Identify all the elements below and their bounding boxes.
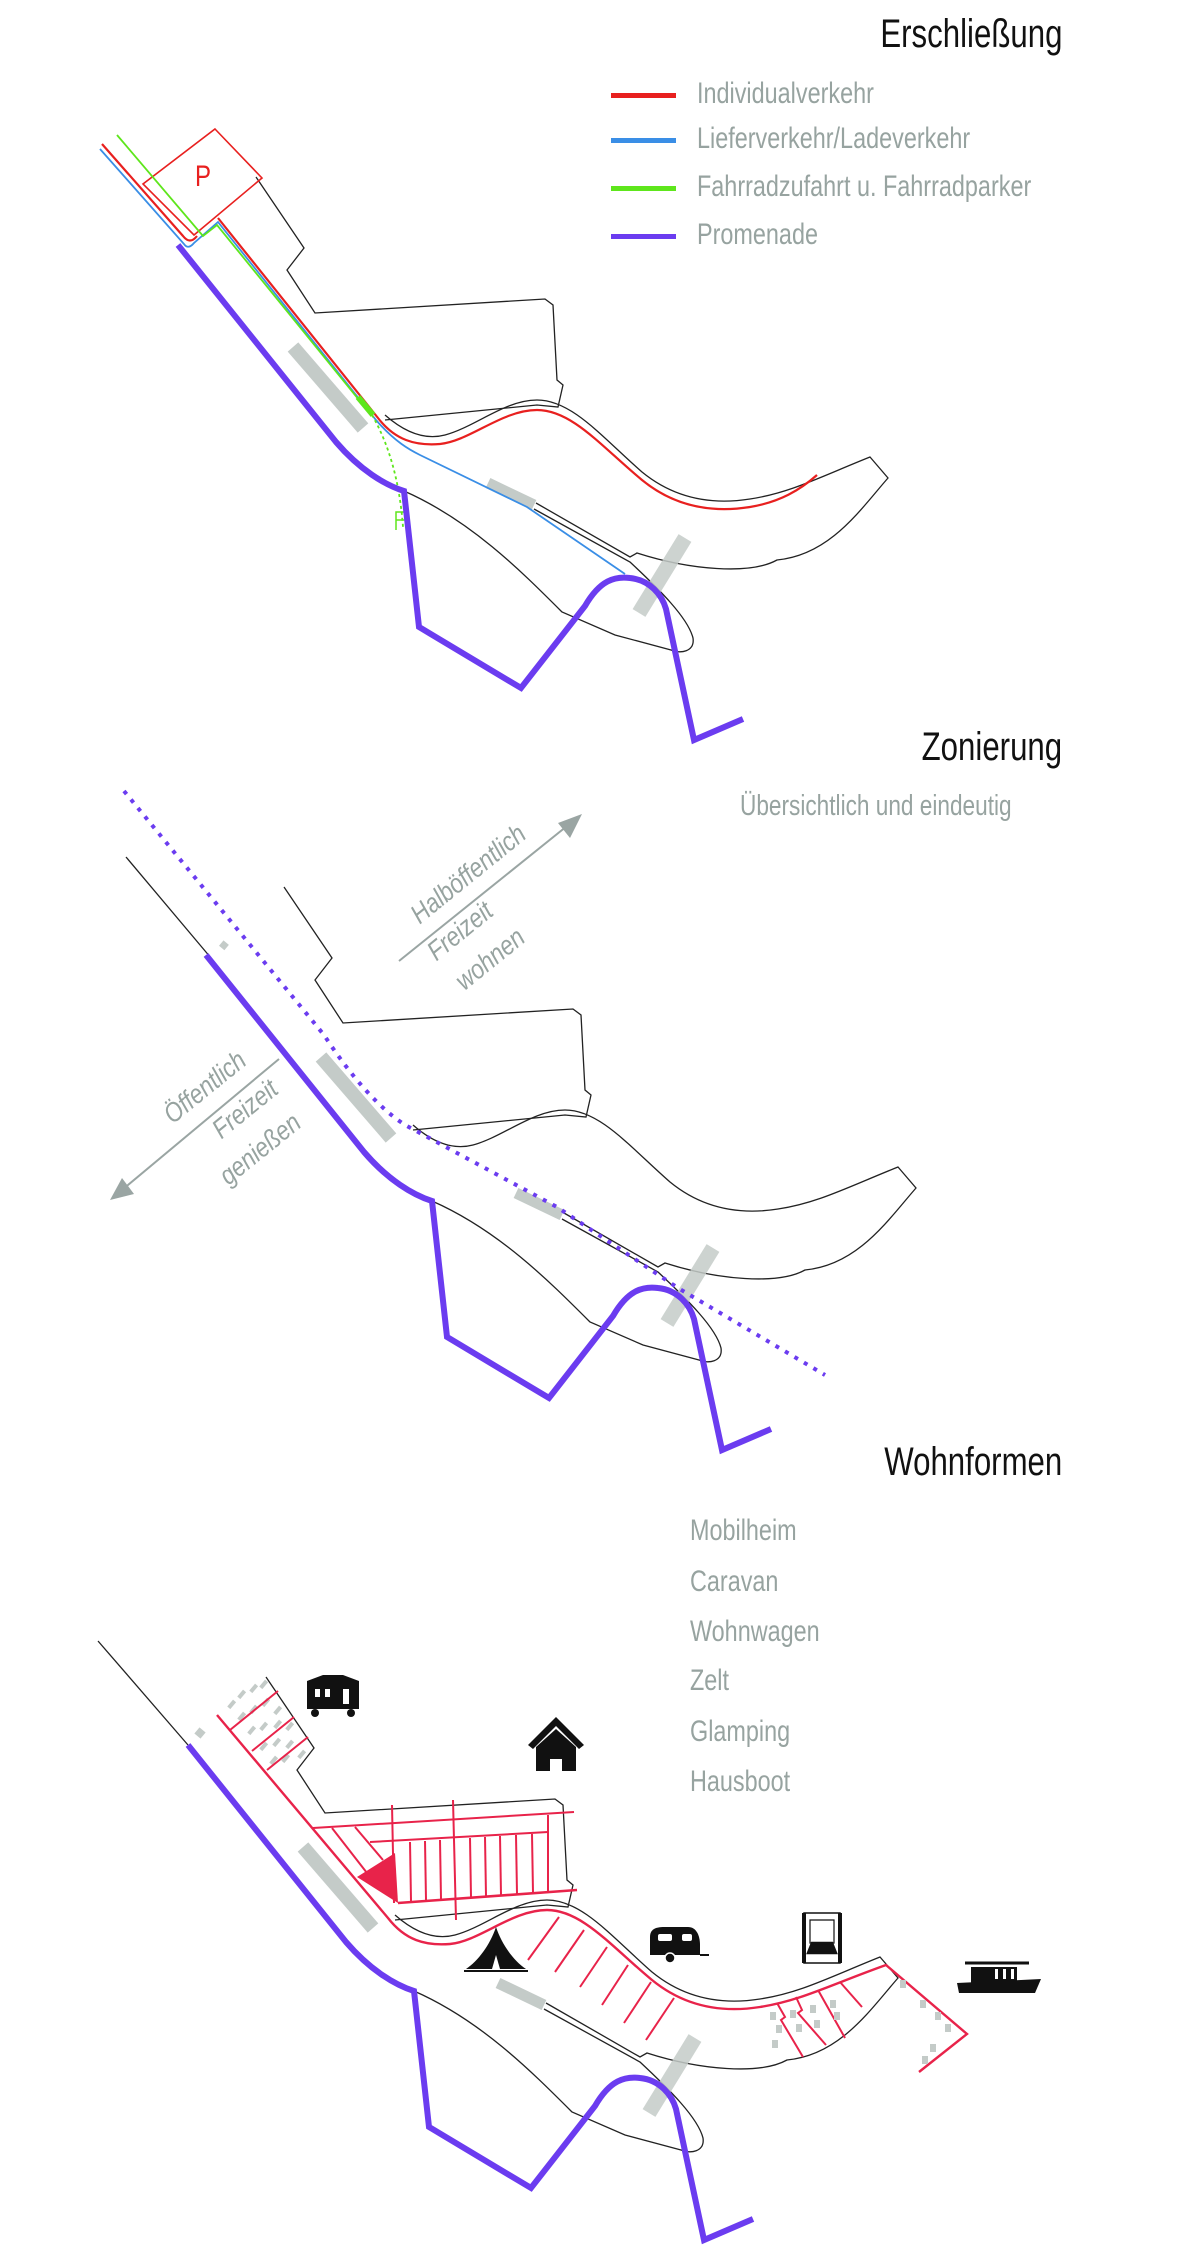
parking-area <box>141 127 264 237</box>
legend-swatch <box>611 138 676 143</box>
wohnform-item: Glamping <box>690 1715 791 1748</box>
road-edge <box>125 856 212 959</box>
map-zonierung <box>110 789 917 1450</box>
map-wohnformen <box>97 1640 1041 2240</box>
fahrrad-route-dotted <box>371 414 404 528</box>
legend-label: Promenade <box>697 218 818 251</box>
bridge-marker <box>194 1727 206 1739</box>
zone-grid <box>216 1690 969 2073</box>
wohnform-item: Zelt <box>690 1664 730 1697</box>
section-title-zonierung: Zonierung <box>921 725 1062 769</box>
wohnform-item: Hausboot <box>690 1765 791 1798</box>
road-edge <box>97 1640 189 1746</box>
legend-label: Individualverkehr <box>697 77 874 110</box>
wohnform-item: Wohnwagen <box>690 1615 820 1648</box>
houseboat-icon <box>957 1961 1041 1993</box>
parking-label: P <box>195 160 212 193</box>
house-icon <box>528 1717 584 1771</box>
legend-swatch <box>611 93 676 98</box>
legend-label: Fahrradzufahrt u. Fahrradparker <box>697 170 1032 203</box>
map-erschliessung <box>99 127 889 740</box>
bridges <box>321 1057 713 1323</box>
legend-swatch <box>611 234 676 239</box>
fahrradparker <box>355 395 376 417</box>
individualverkehr-route <box>101 143 818 511</box>
wohnform-item: Mobilheim <box>690 1514 797 1547</box>
wohnform-item: Caravan <box>690 1565 779 1598</box>
semi-public-arrow <box>398 814 582 962</box>
caravan-icon <box>650 1927 709 1964</box>
public-arrow <box>110 1058 280 1200</box>
fahrrad-route <box>116 134 369 412</box>
tent-icon <box>464 1927 528 1972</box>
zone-grid-fill <box>357 1853 398 1903</box>
legend-label: Lieferverkehr/Ladeverkehr <box>697 122 971 155</box>
section-title-erschliessung: Erschließung <box>879 12 1062 56</box>
bike-parking-icon <box>395 511 405 530</box>
glamping-icon <box>802 1912 842 1964</box>
marina-plots <box>770 1980 951 2064</box>
promenade <box>206 955 771 1450</box>
mobilheim-plots <box>227 1679 307 1766</box>
mobilheim-icon <box>307 1675 359 1717</box>
section-subtitle-zonierung: Übersichtlich und eindeutig <box>740 790 1012 822</box>
legend-swatch <box>611 186 676 191</box>
lieferverkehr-route <box>99 148 626 575</box>
section-title-wohnformen: Wohnformen <box>883 1440 1062 1484</box>
bridge-marker <box>219 940 229 951</box>
